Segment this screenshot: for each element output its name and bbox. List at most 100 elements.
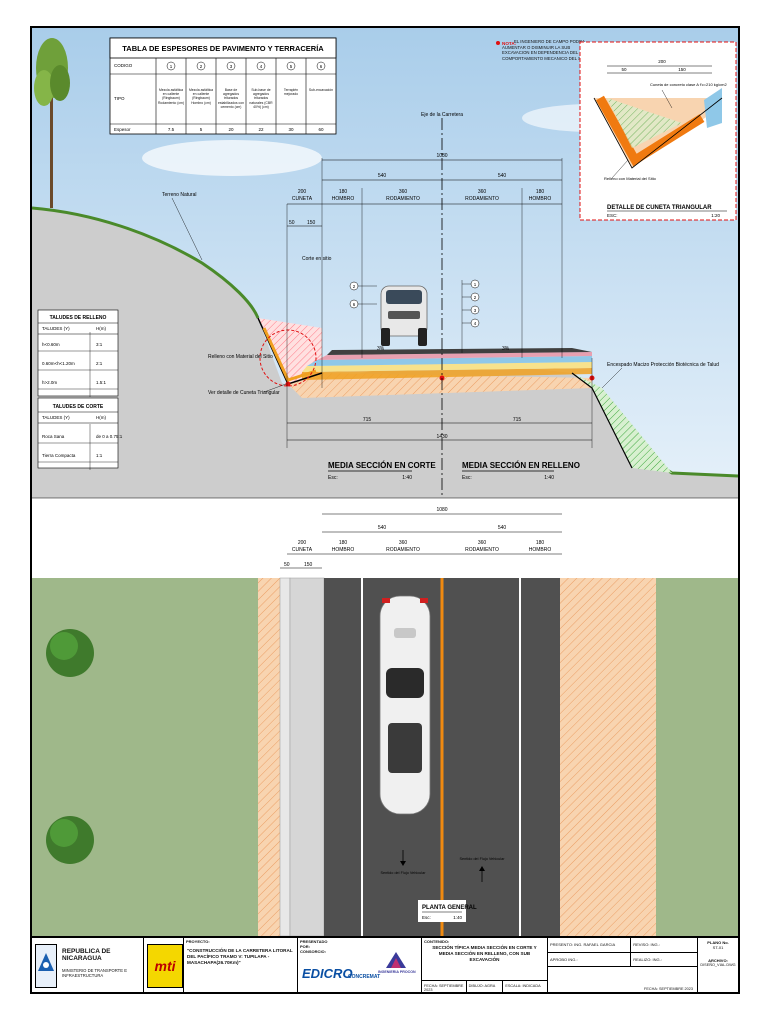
detail-note-bottom: Relleno con Material del Sitio <box>604 176 657 181</box>
title-fill-scale-label: Esc: <box>462 475 472 481</box>
plan-dim-50: 50 <box>284 562 290 568</box>
project-label: PROYECTO: <box>186 939 210 944</box>
detail-dim-top: 200 <box>658 59 666 64</box>
code-number: 1 <box>170 64 173 69</box>
tree-illustration <box>34 38 70 208</box>
layer-type: Sub-base de agregados triturados natural… <box>249 88 273 109</box>
plan-dim-150: 150 <box>304 562 313 568</box>
pavement-thickness-table: TABLA DE ESPESORES DE PAVIMENTO Y TERRAC… <box>109 37 337 135</box>
slope-row-value: 1:1 <box>96 453 103 458</box>
signature-col-right: REVISO: ING.: REALIZO: ING.: <box>631 938 697 967</box>
code-circle <box>316 61 326 71</box>
slope-row-label: h>2.0m <box>42 380 57 385</box>
layer-type: Terraplén mejorado <box>283 88 299 97</box>
fill-layer <box>288 373 592 398</box>
procon-logo-icon <box>386 952 406 968</box>
flow-indicators: Sentido del Flujo Vehicular Sentido del … <box>381 850 505 882</box>
dim-lane-right-label: RODAMIENTO <box>465 196 499 202</box>
title-fill-scale: 1:40 <box>544 475 554 481</box>
fill-slopes-title: TALUDES DE RELLENO <box>50 315 107 321</box>
plan-dim-ditch: 200 <box>298 540 307 546</box>
dim-50: 50 <box>289 220 295 226</box>
section-dimensions: 1080 540 540 200 CUNETA 180 HOMBRO 360 R… <box>286 153 593 448</box>
pavement-table-title: TABLA DE ESPESORES DE PAVIMENTO Y TERRAC… <box>122 44 324 53</box>
plan-dim-half-right: 540 <box>498 525 507 531</box>
code-number: 5 <box>290 64 293 69</box>
flow-left-label: Sentido del Flujo Vehicular <box>381 871 427 875</box>
signature-col-left: PRESENTO: ING. RAFAEL GARCIA APROBO ING.… <box>548 938 632 967</box>
content-text: SECCIÓN TÍPICA MEDIA SECCIÓN EN CORTE Y … <box>432 945 537 962</box>
cut-slopes-head-left: TALUDES (Y) <box>42 415 70 420</box>
dim-ditch: 200 <box>298 189 307 195</box>
title-plan-scale: 1:40 <box>453 915 462 920</box>
detail-note-top: Cuneta de concreto clase A f'c=210 kg/cm… <box>650 82 727 87</box>
layer-bubble-code: 2 <box>474 295 477 300</box>
label-slope-left: 3% <box>377 346 385 352</box>
code-circle <box>226 61 236 71</box>
file-name: DISEÑO_VIAL.DWG <box>700 963 736 967</box>
dim-shoulder-left-label: HOMBRO <box>332 196 355 202</box>
dim-lane-left-label: RODAMIENTO <box>386 196 420 202</box>
car-front-view <box>380 285 428 346</box>
section-drawing: Eje de la Carretera 1080 540 540 200 CUN… <box>32 28 738 937</box>
scale-field: ESCALA: INDICADA <box>505 984 541 988</box>
slope-row-value: 2:1 <box>96 361 103 366</box>
dim-150: 150 <box>307 220 316 226</box>
dim-lane-left: 360 <box>399 189 408 195</box>
title-plan-scale-label: Esc: <box>422 915 431 920</box>
layer-type: Sub-excavación <box>308 88 334 92</box>
layer-thickness: 30 <box>288 127 294 132</box>
plan-dim-shoulder-right: 180 <box>536 540 545 546</box>
layer-thickness: 20 <box>228 127 234 132</box>
row-code-label: CODIGO <box>114 63 133 68</box>
label-fill-material: Relleno con Material del Sitio <box>208 354 273 360</box>
dim-bottom-right: 715 <box>513 417 522 423</box>
layer-thickness: 60 <box>318 127 324 132</box>
plan-number-cell: PLANO No. ST-01 ARCHIVO: DISEÑO_VIAL.DWG <box>698 938 738 992</box>
layer-type: Mezcla asfáltica en caliente (Ringbaum) … <box>188 88 214 105</box>
detail-title: DETALLE DE CUNETA TRIANGULAR <box>607 205 712 211</box>
slope-row-value: 1.5:1 <box>96 380 107 385</box>
plan-dim-lane-left-label: RODAMIENTO <box>386 547 420 553</box>
detail-dim-a: 50 <box>621 67 627 72</box>
plan-curb <box>289 577 325 937</box>
layer-bubble-code: 3 <box>474 308 477 313</box>
date-field: FECHA: SEPTIEMBRE 2023 <box>422 981 467 992</box>
ministry-name: MINISTERIO DE TRANSPORTE E INFRAESTRUCTU… <box>62 968 127 978</box>
layer-thickness: 5 <box>200 127 203 132</box>
detail-scale-label: ESC: <box>607 213 618 218</box>
plan-fill-right-inner <box>560 578 598 936</box>
detail-scale-value: 1:20 <box>711 213 720 218</box>
plan-dim-shoulder-left-label: HOMBRO <box>332 547 355 553</box>
content-cell: CONTENIDO: SECCIÓN TÍPICA MEDIA SECCIÓN … <box>422 938 548 992</box>
title-cut: MEDIA SECCIÓN EN CORTE <box>328 461 436 470</box>
note-text: EL INGENIERO DE CAMPO PODRA AUMENTAR O D… <box>502 39 594 61</box>
plan-no: ST-01 <box>712 945 724 950</box>
code-number: 3 <box>230 64 233 69</box>
dim-shoulder-right: 180 <box>536 189 545 195</box>
concremat-logo: CONCREMAT <box>348 974 381 980</box>
slope-row-label: Tierra Compacta <box>42 453 76 458</box>
project-cell: PROYECTO: "CONSTRUCCIÓN DE LA CARRETERA … <box>184 938 298 992</box>
dim-bottom-total: 1430 <box>436 434 447 440</box>
plan-dim-half-left: 540 <box>378 525 387 531</box>
layer-bubble-code: 1 <box>474 282 477 287</box>
plan-dim-total: 1080 <box>436 507 447 513</box>
slope-row-value: de 0 a 0.75:1 <box>96 434 123 439</box>
code-circle <box>286 61 296 71</box>
layer-callouts-left: 26 <box>349 281 377 309</box>
mti-logo: mti <box>147 944 183 988</box>
content-label: CONTENIDO: <box>424 939 450 944</box>
title-cut-scale: 1:40 <box>402 475 412 481</box>
layer-thickness: 7.5 <box>168 127 175 132</box>
title-block: REPUBLICA DE NICARAGUA MINISTERIO DE TRA… <box>32 936 738 992</box>
signatures-cell: PRESENTO: ING. RAFAEL GARCIA APROBO ING.… <box>548 938 698 992</box>
plan-ditch <box>279 577 291 937</box>
title-fill: MEDIA SECCIÓN EN RELLENO <box>462 461 580 470</box>
presented-by: PRESENTO: ING. RAFAEL GARCIA <box>548 938 631 953</box>
fill-slope-table: TALUDES DE RELLENO TALUDES (Y) H(m) h<0.… <box>37 309 119 397</box>
code-circle <box>166 61 176 71</box>
section-titles: MEDIA SECCIÓN EN CORTE Esc: 1:40 MEDIA S… <box>328 461 580 481</box>
plan-dim-ditch-label: CUNETA <box>292 547 313 553</box>
